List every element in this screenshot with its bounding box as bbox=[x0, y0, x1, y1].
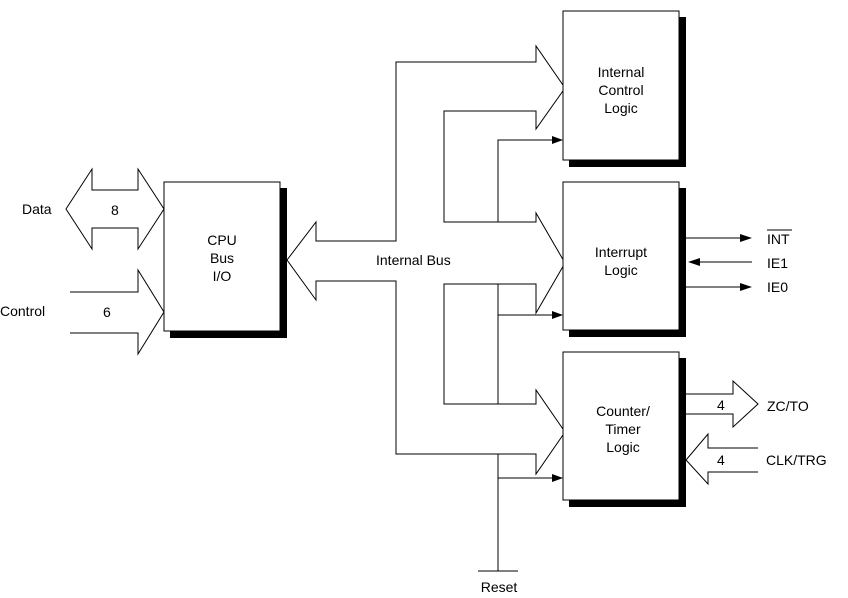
interrupt-block-line-2: Logic bbox=[604, 262, 637, 278]
data-label: Data bbox=[22, 201, 52, 217]
clktrg-width-label: 4 bbox=[717, 452, 725, 468]
zcto-output-bus bbox=[686, 379, 759, 429]
internal-bus bbox=[286, 44, 566, 572]
ie1-input-arrow bbox=[688, 258, 752, 266]
cpu-bus-io-block: CPU Bus I/O bbox=[163, 181, 287, 338]
ie1-signal-label: IE1 bbox=[767, 255, 788, 271]
cpu-block-line-3: I/O bbox=[213, 268, 232, 284]
data-width-label: 8 bbox=[111, 202, 119, 218]
control-block-line-2: Control bbox=[598, 82, 643, 98]
internal-bus-label: Internal Bus bbox=[376, 252, 451, 268]
ie0-signal-label: IE0 bbox=[767, 279, 788, 295]
counter-block-line-3: Logic bbox=[606, 439, 639, 455]
clktrg-signal-label: CLK/TRG bbox=[766, 452, 827, 468]
cpu-block-line-1: CPU bbox=[207, 232, 237, 248]
control-bus-arrow bbox=[70, 268, 165, 356]
interrupt-logic-block: Interrupt Logic bbox=[562, 181, 686, 337]
internal-control-logic-block: Internal Control Logic bbox=[562, 10, 686, 167]
counter-block-line-2: Timer bbox=[605, 421, 641, 437]
interrupt-block-line-1: Interrupt bbox=[595, 244, 647, 260]
clktrg-input-bus bbox=[685, 432, 758, 486]
control-label: Control bbox=[0, 303, 45, 319]
cpu-block-line-2: Bus bbox=[210, 250, 234, 266]
int-signal-label: INT bbox=[767, 231, 790, 247]
ie0-output-arrow bbox=[686, 283, 752, 291]
control-width-label: 6 bbox=[103, 304, 111, 320]
reset-label: Reset bbox=[481, 579, 518, 595]
zcto-signal-label: ZC/TO bbox=[767, 398, 809, 414]
zcto-width-label: 4 bbox=[717, 397, 725, 413]
counter-timer-logic-block: Counter/ Timer Logic bbox=[562, 351, 686, 507]
int-output-arrow bbox=[686, 234, 752, 242]
counter-block-line-1: Counter/ bbox=[596, 403, 650, 419]
control-block-line-3: Logic bbox=[604, 100, 637, 116]
control-block-line-1: Internal bbox=[598, 64, 645, 80]
